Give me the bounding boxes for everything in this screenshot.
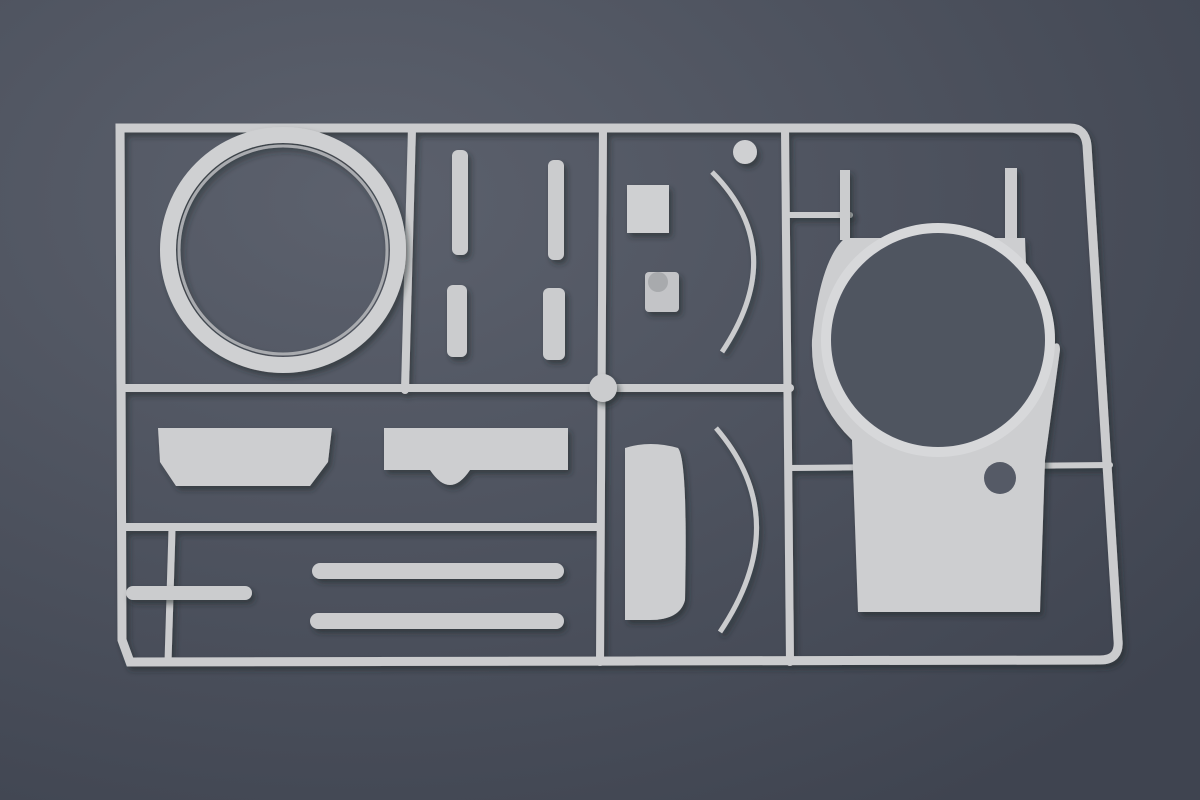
sprue-hub	[589, 374, 617, 402]
runner	[401, 124, 416, 394]
curved-plate-part	[625, 444, 686, 620]
track-guard-arc	[714, 426, 759, 634]
turret-opening	[821, 223, 1055, 457]
barrel-part	[312, 563, 564, 579]
box-part	[627, 185, 669, 233]
runner	[781, 124, 794, 666]
cylinder-part	[452, 150, 468, 255]
barrel-part	[310, 613, 564, 629]
sprue-frame	[115, 123, 1123, 667]
plate-part	[158, 428, 332, 486]
plate-part	[384, 428, 568, 485]
track-guard-arc	[710, 170, 757, 354]
barrel-part	[126, 586, 252, 600]
block-part	[447, 285, 467, 357]
cylinder-part	[548, 160, 564, 260]
turret-ring-part	[160, 127, 406, 373]
block-part	[543, 288, 565, 360]
